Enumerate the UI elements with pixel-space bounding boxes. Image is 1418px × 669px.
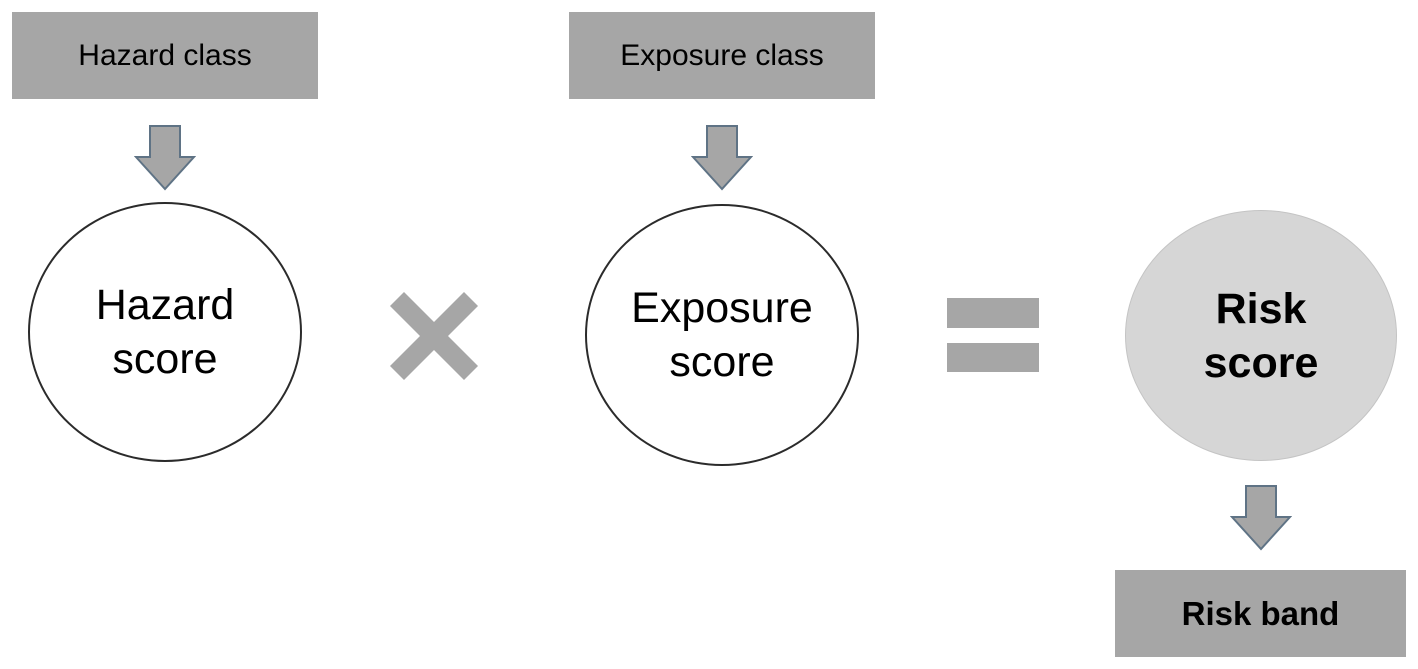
down-arrow-icon — [134, 125, 196, 191]
hazard-class-box: Hazard class — [12, 12, 318, 99]
hazard-score-circle: Hazard score — [28, 202, 302, 462]
exposure-score-line2: score — [669, 338, 775, 386]
hazard-class-label: Hazard class — [78, 38, 252, 72]
exposure-score-circle: Exposure score — [585, 204, 859, 466]
exposure-class-label: Exposure class — [620, 38, 824, 72]
equals-icon — [947, 298, 1039, 372]
risk-band-box: Risk band — [1115, 570, 1406, 657]
multiply-icon — [390, 292, 478, 380]
exposure-score-line1: Exposure — [631, 284, 813, 332]
risk-band-label: Risk band — [1181, 594, 1340, 632]
hazard-score-line1: Hazard — [95, 281, 235, 329]
hazard-score-line2: score — [112, 335, 218, 383]
risk-score-line2: score — [1203, 338, 1319, 387]
risk-score-circle: Risk score — [1125, 210, 1397, 461]
risk-score-line1: Risk — [1215, 284, 1307, 333]
exposure-class-box: Exposure class — [569, 12, 875, 99]
down-arrow-icon — [691, 125, 753, 191]
down-arrow-icon — [1230, 485, 1292, 551]
